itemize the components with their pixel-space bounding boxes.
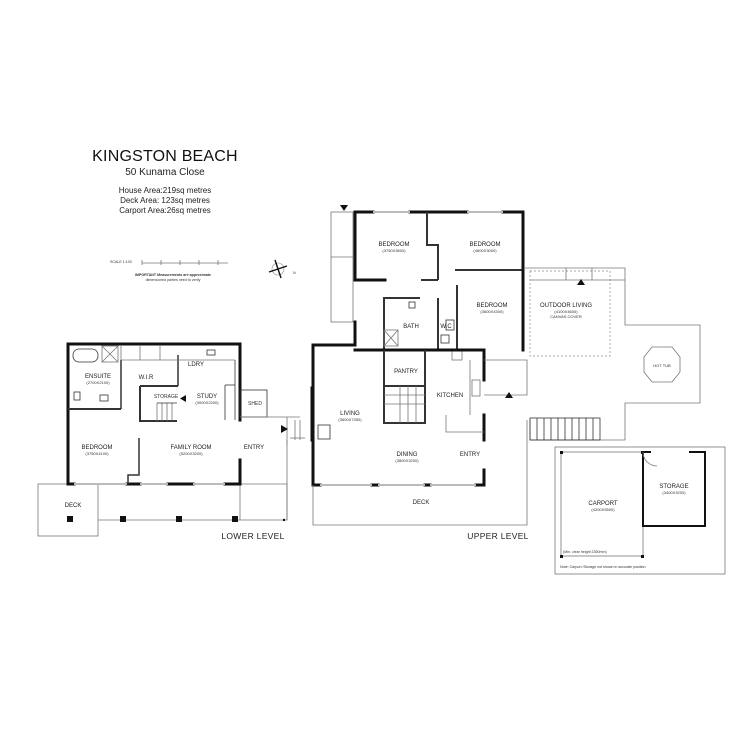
toilet-icon (73, 391, 81, 401)
room-label-bath: BATH (403, 324, 419, 330)
clearance-note: (Min. clear height 2350mm) (563, 550, 607, 554)
svg-text:(4600X3000): (4600X3000) (473, 248, 497, 253)
svg-text:(2700X2100): (2700X2100) (86, 380, 110, 385)
entry-arrow-icon (180, 395, 186, 402)
svg-text:N: N (293, 271, 296, 275)
svg-text:(4100X4600): (4100X4600) (554, 309, 578, 314)
room-label-storage: STORAGE (154, 394, 179, 400)
lower-level-plan: ENSUITE (2700X2100) W.I.R LDRY STORAGE S… (37, 342, 314, 541)
room-label-pantry: PANTRY (394, 369, 418, 375)
svg-text:(5200X3200): (5200X3200) (179, 451, 203, 456)
svg-text:(3600X7350): (3600X7350) (338, 417, 362, 422)
outdoor-living-canopy (529, 270, 611, 357)
svg-text:(3750X4100): (3750X4100) (85, 451, 109, 456)
outdoor-steps (529, 417, 601, 441)
toilet-icon (440, 334, 450, 344)
scale-bar: SCALE 1:100 (110, 260, 228, 265)
carport-area: Carport Area:26sq metres (119, 206, 211, 215)
entry-arrow-icon (340, 205, 348, 211)
suburb-title: KINGSTON BEACH (92, 148, 238, 165)
svg-text:(4200X5500): (4200X5500) (591, 507, 615, 512)
lower-level-label: LOWER LEVEL (221, 531, 284, 541)
carport-plan: CARPORT (4200X5500) STORAGE (3400X3200) … (554, 446, 726, 575)
room-label-bedroom-2: BEDROOM (469, 242, 500, 248)
room-label-entry: ENTRY (244, 445, 264, 451)
room-label-family-room: FAMILY ROOM (170, 445, 211, 451)
room-label-dining: DINING (397, 452, 418, 458)
room-label-entry: ENTRY (460, 452, 480, 458)
upper-level-label: UPPER LEVEL (467, 531, 528, 541)
area-summary: House Area:219sq metres Deck Area: 123sq… (80, 186, 250, 216)
room-label-shed: SHED (248, 401, 262, 407)
entry-arrow-icon (577, 279, 585, 285)
room-label-outdoor-living: OUTDOOR LIVING (540, 303, 592, 309)
svg-text:(3000X2200): (3000X2200) (195, 400, 219, 405)
svg-text:(3750X3600): (3750X3600) (382, 248, 406, 253)
svg-text:CANVAS COVER: CANVAS COVER (550, 314, 582, 319)
room-label-deck: DECK (65, 503, 82, 509)
fireplace-icon (317, 424, 331, 440)
upper-level-plan: BEDROOM (3750X3600) BEDROOM (4600X3000) … (311, 205, 701, 541)
room-label-kitchen: KITCHEN (437, 393, 463, 399)
shower-icon (101, 345, 119, 363)
entry-arrow-icon (505, 392, 513, 398)
room-label-ensuite: ENSUITE (85, 374, 111, 380)
scale-label: SCALE 1:100 (110, 260, 132, 264)
room-label-wc: W.C (440, 324, 452, 330)
svg-text:(3800X3200): (3800X3200) (395, 458, 419, 463)
room-label-bedroom-3: BEDROOM (476, 303, 507, 309)
room-label-study: STUDY (197, 394, 217, 400)
carport-position-note: Note: Carport /Storage not shown in accu… (560, 565, 646, 569)
stairs-upper (384, 386, 425, 423)
entry-arrow-icon (281, 425, 288, 433)
room-label-wir: W.I.R (139, 375, 154, 381)
disclaimer-line-1: IMPORTANT Measurements are approximate (135, 273, 211, 277)
address-subtitle: 50 Kunama Close (125, 167, 205, 178)
svg-text:(3600X4300): (3600X4300) (480, 309, 504, 314)
disclaimer-line-2: dimensioned parties need to verify (146, 278, 201, 282)
room-label-storage: STORAGE (659, 484, 688, 490)
room-label-living: LIVING (340, 411, 360, 417)
house-area: House Area:219sq metres (118, 186, 212, 195)
hot-tub-icon (643, 346, 681, 383)
deck-area: Deck Area: 123sq metres (120, 196, 210, 205)
room-label-bedroom: BEDROOM (81, 445, 112, 451)
svg-text:(3400X3200): (3400X3200) (662, 490, 686, 495)
stairs-lower (156, 402, 177, 421)
room-label-deck: DECK (413, 500, 430, 506)
title-block: KINGSTON BEACH 50 Kunama Close House Are… (80, 148, 250, 216)
room-label-hot-tub: HOT TUB (653, 363, 671, 368)
room-label-bedroom-1: BEDROOM (378, 242, 409, 248)
north-arrow-icon: N (268, 259, 296, 279)
sink-icon (471, 379, 481, 397)
bathtub-icon (72, 348, 99, 363)
room-label-carport: CARPORT (588, 501, 618, 507)
room-label-laundry: LDRY (188, 362, 204, 368)
